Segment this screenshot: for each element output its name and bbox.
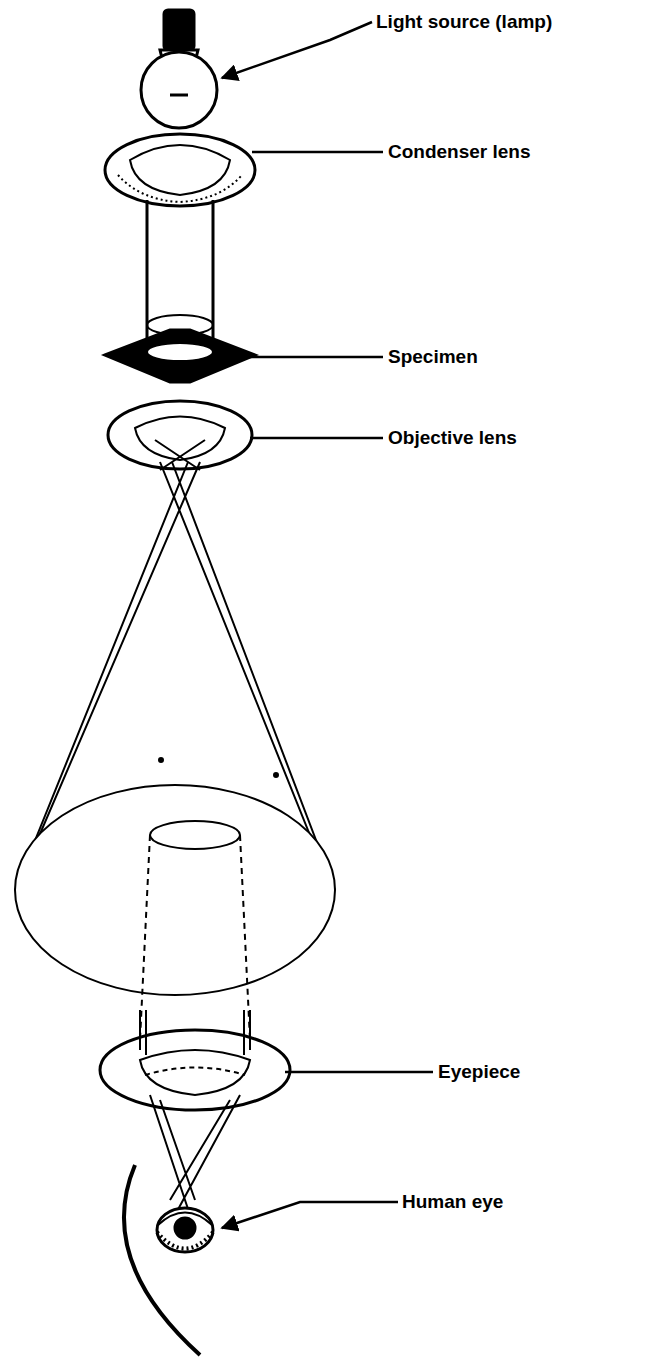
part-label: Condenser lens (388, 142, 531, 163)
part-label: Specimen (388, 347, 478, 368)
light-rays (150, 1095, 240, 1215)
light-beam (147, 200, 213, 340)
eyepiece-lens (100, 1030, 290, 1110)
part-label: Objective lens (388, 428, 517, 449)
condenser-lens (105, 134, 255, 206)
image-plane (15, 785, 335, 995)
human-eye (157, 1208, 213, 1252)
face-outline (124, 1165, 200, 1355)
lamp-base (164, 10, 194, 50)
leader-lines (222, 22, 433, 1228)
part-label: Human eye (402, 1192, 503, 1213)
specimen-slide (105, 330, 255, 382)
lamp-bulb (141, 52, 217, 128)
part-label: Eyepiece (438, 1062, 520, 1083)
part-label: Light source (lamp) (376, 12, 552, 33)
objective-lens (108, 401, 252, 469)
